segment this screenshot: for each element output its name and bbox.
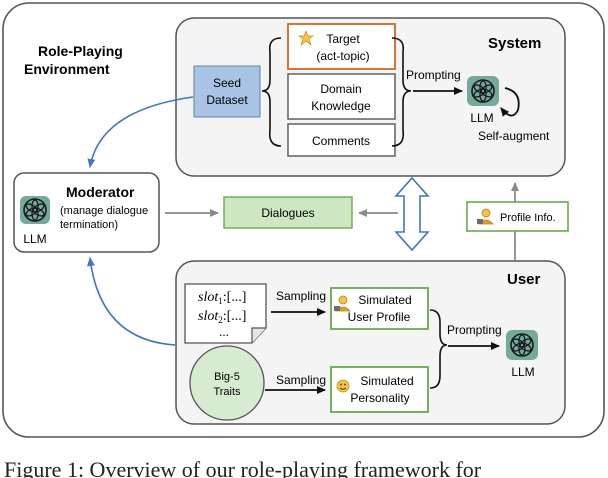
dialogues-box	[223, 196, 353, 229]
slot-document-fold	[251, 327, 266, 343]
big5-circle	[189, 345, 265, 421]
sampling-top-label: Sampling	[276, 289, 326, 303]
figure-caption: Figure 1: Overview of our role-playing f…	[4, 457, 482, 478]
user-prompting-label: Prompting	[447, 323, 502, 337]
slot2-value: :[...]	[223, 309, 247, 324]
dialogues-label: Dialogues	[261, 206, 314, 220]
target-line1: Target	[326, 32, 360, 46]
big5-line1: Big-5	[214, 371, 240, 383]
slot1-value: :[...]	[223, 290, 247, 305]
slot2-subscript: 2	[218, 315, 223, 325]
slot-more: ...	[219, 324, 229, 339]
domain-knowledge-box	[287, 73, 396, 120]
seed-dataset-line2: Dataset	[206, 93, 248, 107]
comments-box	[287, 123, 396, 157]
slot1-name: slot	[198, 290, 219, 305]
domain-line1: Domain	[320, 82, 361, 96]
comments-label: Comments	[312, 134, 370, 148]
slot1-text: slot1:[...]	[198, 290, 246, 306]
user-llm-label: LLM	[511, 365, 534, 379]
user-to-moderator-arrow	[87, 257, 176, 346]
user-panel	[175, 260, 566, 425]
moderator-title: Moderator	[66, 184, 135, 200]
system-to-moderator-arrow	[87, 96, 194, 168]
profile-line1: Simulated	[358, 293, 411, 307]
environment-title-line2: Environment	[24, 61, 110, 77]
profile-info-label: Profile Info.	[500, 212, 556, 224]
moderator-llm-label: LLM	[23, 232, 46, 246]
slot1-subscript: 1	[218, 296, 223, 306]
moderator-box	[13, 172, 160, 253]
big5-line2: Traits	[213, 386, 241, 398]
self-augment-label: Self-augment	[478, 129, 550, 143]
system-right-brace	[391, 37, 412, 147]
self-augment-loop	[500, 87, 520, 117]
user-title: User	[507, 271, 541, 288]
moderator-desc-line1: (manage dialogue	[60, 205, 148, 217]
target-star-icon	[297, 30, 315, 47]
seed-dataset-line1: Seed	[213, 76, 241, 90]
system-user-double-arrow	[394, 176, 430, 252]
slot2-name: slot	[198, 309, 219, 324]
moderator-desc-line2: termination)	[60, 219, 118, 231]
system-left-brace	[261, 37, 282, 147]
system-llm-label: LLM	[470, 111, 493, 125]
target-line2: (act-topic)	[316, 49, 369, 63]
target-box	[287, 23, 396, 70]
personality-line2: Personality	[350, 391, 409, 405]
simulated-profile-box	[330, 287, 429, 330]
environment-title-line1: Role-Playing	[38, 43, 123, 59]
system-title: System	[488, 35, 541, 52]
personality-line1: Simulated	[360, 374, 413, 388]
seed-dataset-box	[193, 65, 261, 118]
profile-line2: User Profile	[348, 310, 411, 324]
sampling-bottom-label: Sampling	[276, 373, 326, 387]
user-right-brace	[429, 309, 448, 389]
personality-face-icon	[336, 379, 350, 393]
domain-line2: Knowledge	[311, 99, 371, 113]
slot2-text: slot2:[...]	[198, 309, 246, 325]
system-prompting-label: Prompting	[406, 68, 461, 82]
